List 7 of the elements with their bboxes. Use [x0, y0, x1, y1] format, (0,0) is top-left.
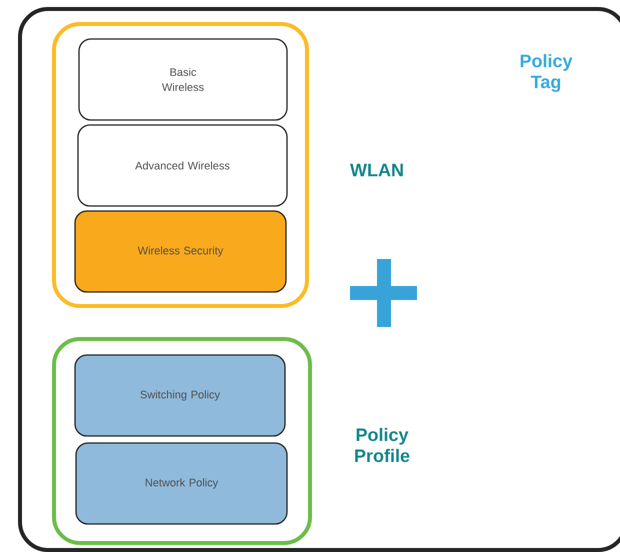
settings-box: Advanced Wireless: [77, 124, 288, 207]
node-label: Policy Profile: [355, 428, 410, 462]
settings-box: Basic Wireless: [78, 38, 288, 121]
policy-box: Network Policy: [75, 442, 288, 525]
policy-box: Switching Policy: [74, 354, 286, 437]
node-label: WLAN: [350, 164, 403, 176]
security-box: Wireless Security: [74, 210, 287, 293]
